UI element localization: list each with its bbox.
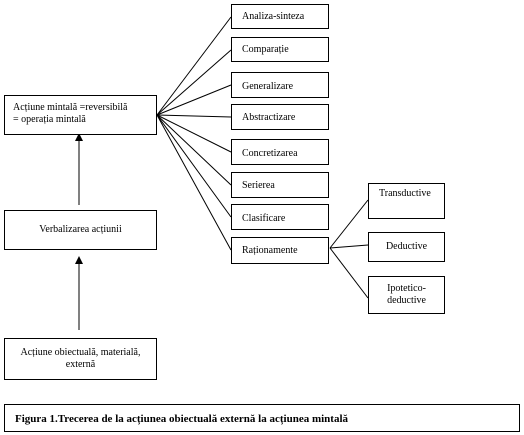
- link-clasificare: [156, 114, 232, 218]
- reasoning-transductive: Transductive: [368, 183, 445, 219]
- link-generalizare: [156, 84, 232, 116]
- operation-generalizare: Generalizare: [231, 72, 329, 98]
- operation-label: Analiza-sinteza: [242, 11, 305, 22]
- objective-action-box: Acțiune obiectuală, materială, externă: [4, 338, 157, 380]
- figure-caption-text: Figura 1.Trecerea de la acțiunea obiectu…: [15, 413, 349, 425]
- link-ipotetico: [329, 247, 369, 299]
- operation-label: Comparație: [242, 44, 289, 55]
- operation-label: Raționamente: [242, 245, 298, 256]
- operation-rationamente: Raționamente: [231, 237, 329, 264]
- mental-action-box: Acțiune mintală =reversibilă = operația …: [4, 95, 157, 135]
- operation-label: Serierea: [242, 180, 275, 191]
- link-analiza: [156, 16, 232, 116]
- operation-label: Generalizare: [242, 81, 294, 92]
- verbalization-label: Verbalizarea acțiunii: [39, 224, 122, 235]
- reasoning-label: Deductive: [385, 241, 428, 252]
- operation-serierea: Serierea: [231, 172, 329, 198]
- mental-action-line1: Acțiune mintală =reversibilă: [13, 102, 128, 113]
- reasoning-label-line1: Ipotetico-: [387, 283, 426, 294]
- mental-action-line2: = operația mintală: [13, 114, 86, 125]
- reasoning-deductive: Deductive: [368, 232, 445, 262]
- objective-action-line1: Acțiune obiectuală, materială,: [20, 347, 141, 358]
- verbalization-box: Verbalizarea acțiunii: [4, 210, 157, 250]
- link-transductive: [329, 199, 369, 249]
- link-abstractizare: [156, 114, 232, 118]
- link-comparatie: [156, 49, 232, 116]
- operation-label: Abstractizare: [242, 112, 296, 123]
- operation-label: Clasificare: [242, 213, 286, 224]
- link-concretizarea: [156, 114, 232, 153]
- operation-concretizarea: Concretizarea: [231, 139, 329, 165]
- operation-analiza-sinteza: Analiza-sinteza: [231, 4, 329, 29]
- reasoning-ipotetico-deductive: Ipotetico- deductive: [368, 276, 445, 314]
- operation-comparatie: Comparație: [231, 37, 329, 62]
- operation-abstractizare: Abstractizare: [231, 104, 329, 130]
- reasoning-label-line2: deductive: [387, 295, 426, 306]
- reasoning-label: Transductive: [379, 188, 431, 199]
- objective-action-line2: externă: [65, 359, 96, 370]
- link-deductive: [329, 244, 369, 249]
- link-serierea: [156, 114, 232, 186]
- link-rationamente: [156, 114, 232, 251]
- operation-label: Concretizarea: [242, 148, 298, 159]
- operation-clasificare: Clasificare: [231, 204, 329, 230]
- figure-caption: Figura 1.Trecerea de la acțiunea obiectu…: [4, 404, 520, 432]
